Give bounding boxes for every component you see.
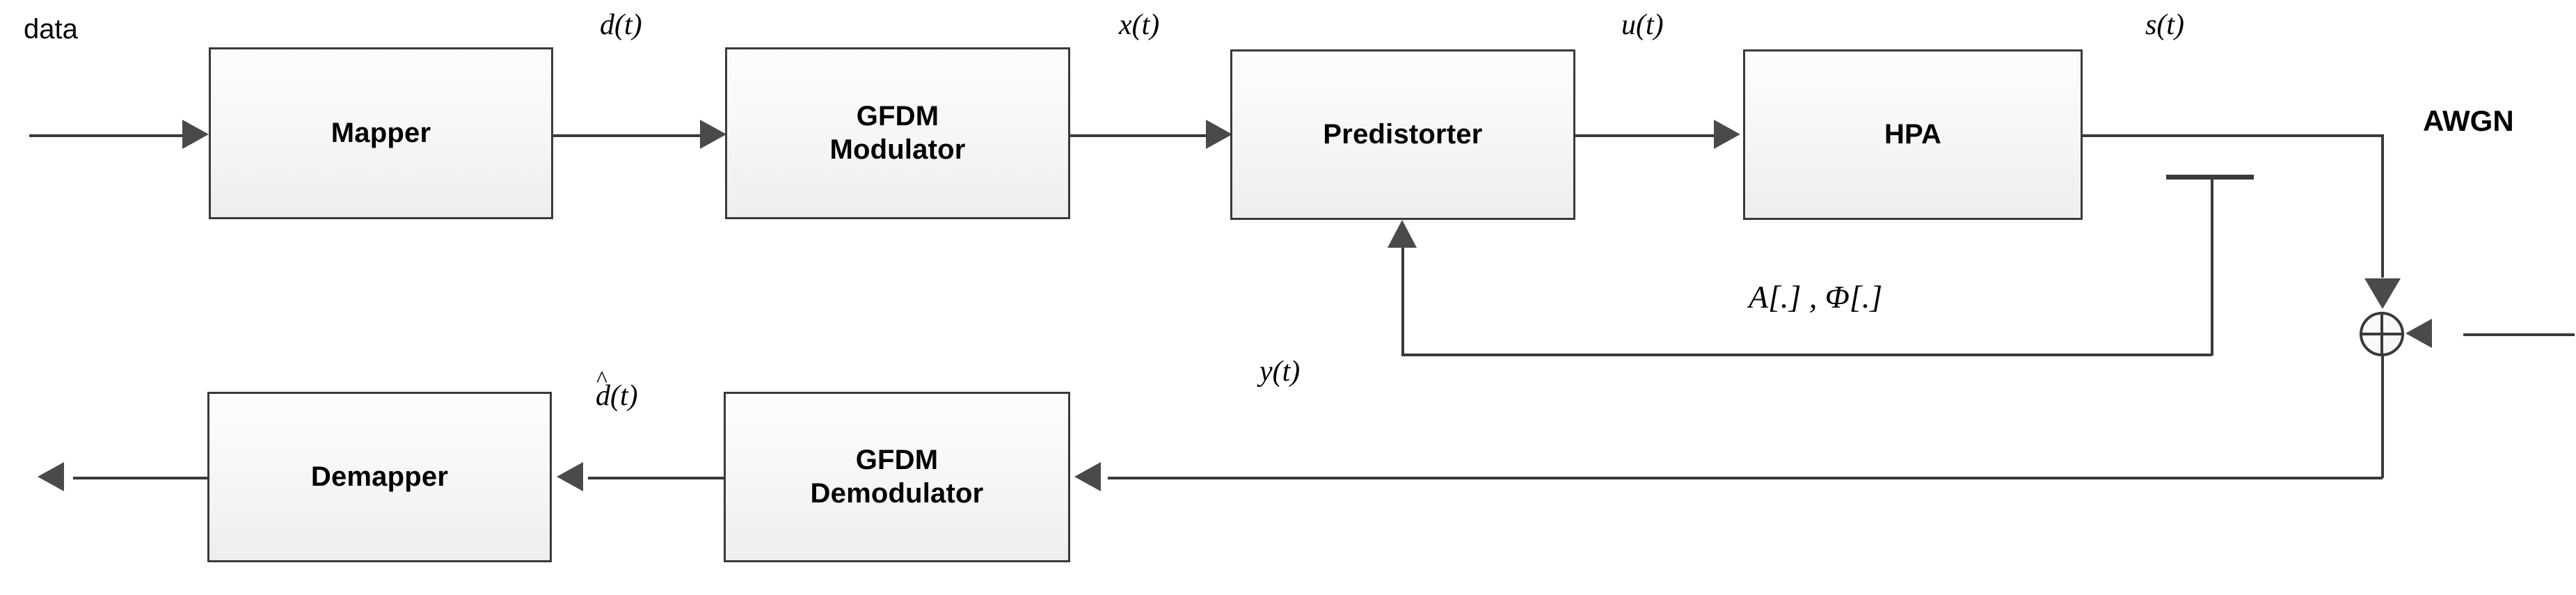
block-mapper[interactable]: Mapper <box>209 47 555 221</box>
block-hpa-label: HPA <box>1884 118 1942 150</box>
d-hat-glyph: ^ d(t) <box>596 368 638 413</box>
arrowhead-into-demodulator <box>1074 462 1101 491</box>
arrowhead-demapper-output <box>38 462 64 491</box>
signal-label-s-t: s(t) <box>2145 9 2184 41</box>
signal-label-d-hat-t: ^ d(t) <box>596 368 638 413</box>
block-gfdm-demodulator-label: GFDM Demodulator <box>810 445 984 509</box>
arrowhead-into-awgn-adder <box>2364 278 2401 309</box>
signal-label-feedback-params: A[.] , Φ[.] <box>1749 279 1883 315</box>
wire-mapper-to-modulator <box>553 134 708 137</box>
arrowhead-into-demapper <box>557 462 583 491</box>
wire-modulator-to-predistorter <box>1070 134 1214 137</box>
arrowhead-into-modulator <box>700 120 726 149</box>
signal-label-u-t: u(t) <box>1621 9 1664 41</box>
coupler-tap-bar <box>2166 175 2254 180</box>
awgn-summing-junction[interactable] <box>2360 312 2404 356</box>
block-mapper-label: Mapper <box>331 117 431 148</box>
arrowhead-awgn-noise <box>2406 319 2432 348</box>
arrowhead-into-hpa <box>1714 120 1740 149</box>
wire-receive-to-demodulator <box>1108 477 2383 479</box>
arrowhead-into-predistorter <box>1206 120 1232 149</box>
wire-feedback-horizontal <box>1401 354 2212 356</box>
arrowhead-into-mapper <box>182 120 209 149</box>
signal-label-data: data <box>24 14 78 45</box>
wire-awgn-to-receive-line <box>2381 355 2384 478</box>
block-predistorter[interactable]: Predistorter <box>1230 49 1577 222</box>
wire-demapper-output <box>73 477 208 479</box>
block-predistorter-label: Predistorter <box>1323 118 1483 150</box>
block-hpa[interactable]: HPA <box>1743 49 2085 222</box>
wire-hpa-to-awgn-corner <box>2083 134 2384 137</box>
block-demapper-label: Demapper <box>310 461 449 492</box>
signal-label-y-t: y(t) <box>1259 356 1301 388</box>
block-gfdm-modulator[interactable]: GFDM Modulator <box>725 47 1072 221</box>
wire-demodulator-to-demapper <box>588 477 724 479</box>
arrowhead-into-predistorter-bottom <box>1388 220 1417 248</box>
wire-feedback-riser <box>1401 247 1404 355</box>
hat-accent-icon: ^ <box>596 367 607 392</box>
wire-predistorter-to-hpa <box>1575 134 1720 137</box>
block-gfdm-demodulator[interactable]: GFDM Demodulator <box>724 392 1072 564</box>
block-demapper[interactable]: Demapper <box>207 392 554 564</box>
wire-data-to-mapper <box>29 134 188 137</box>
coupler-tap-stem <box>2211 175 2213 356</box>
block-gfdm-modulator-label: GFDM Modulator <box>829 101 966 165</box>
signal-label-awgn: AWGN <box>2423 104 2514 137</box>
d-hat-base: d(t) <box>596 380 638 412</box>
summing-junction-cross-vertical <box>2380 312 2383 356</box>
wire-awgn-noise-input <box>2463 333 2575 336</box>
signal-label-d-t: d(t) <box>600 9 642 41</box>
signal-label-x-t: x(t) <box>1119 9 1160 41</box>
wire-to-awgn-adder <box>2381 134 2384 278</box>
